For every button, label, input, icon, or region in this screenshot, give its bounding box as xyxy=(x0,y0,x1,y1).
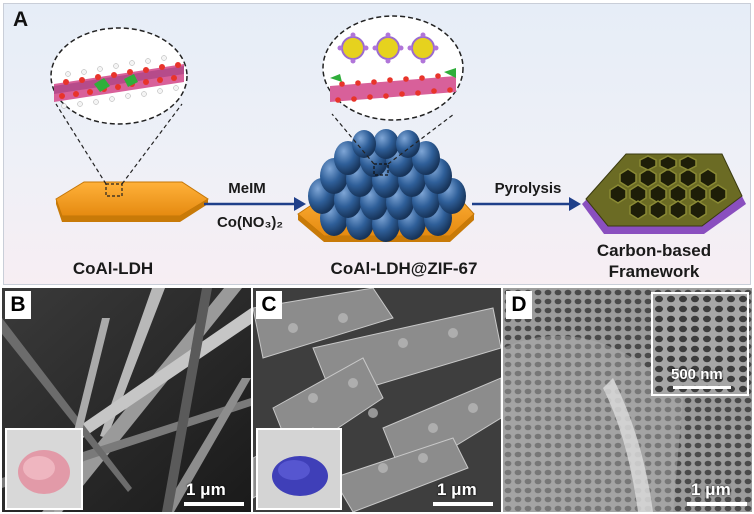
scale-label: 1 μm xyxy=(437,480,477,499)
zoom-line xyxy=(55,103,107,185)
label-coal-ldh-zif67: CoAl-LDH@ZIF-67 xyxy=(330,259,478,278)
ldh-zif-composite xyxy=(297,129,475,242)
panel-letter: C xyxy=(256,291,282,319)
panel-d-sem: D 500 nm 1 μm xyxy=(503,288,752,512)
panel-letter: B xyxy=(5,291,31,319)
arrow-head xyxy=(569,197,581,211)
inset-scale-label: 500 nm xyxy=(671,366,723,383)
scale-label: 1 μm xyxy=(691,480,731,499)
powder-photo-blue xyxy=(256,428,342,510)
arrow-head xyxy=(294,197,306,211)
panel-c-sem: C 1 μm xyxy=(253,288,501,512)
scale-bar xyxy=(184,502,244,506)
reagent-cobalt-nitrate: Co(NO₃)₂ xyxy=(216,214,284,231)
label-carbon-based: Carbon-based xyxy=(596,241,712,260)
sem-coated-rods-image xyxy=(253,288,501,512)
zif-structure-zoom xyxy=(322,15,464,121)
step-pyrolysis: Pyrolysis xyxy=(494,180,562,197)
label-framework: Framework xyxy=(608,262,700,281)
powder-photo-pink xyxy=(5,428,83,510)
scale-label: 1 μm xyxy=(186,480,226,499)
inset-scale-bar xyxy=(673,386,731,389)
panel-letter: D xyxy=(506,291,532,319)
schematic-drawing xyxy=(50,15,746,242)
carbon-framework xyxy=(582,153,746,234)
label-coal-ldh: CoAl-LDH xyxy=(72,259,154,278)
zoom-line xyxy=(121,103,183,185)
zoom-line xyxy=(331,113,375,165)
panel-a-schematic: A CoAl-LDH CoAl-LDH@ZIF-67 Carbon-based … xyxy=(3,3,751,285)
scale-bar xyxy=(433,502,493,506)
scale-bar xyxy=(687,502,747,506)
reagent-meim: MeIM xyxy=(228,180,266,197)
ldh-plate xyxy=(55,181,209,222)
ldh-structure-zoom xyxy=(50,27,188,125)
panel-b-sem: B 1 μm xyxy=(2,288,251,512)
inset-high-magnification: 500 nm xyxy=(651,292,749,396)
panel-letter: A xyxy=(13,8,29,31)
